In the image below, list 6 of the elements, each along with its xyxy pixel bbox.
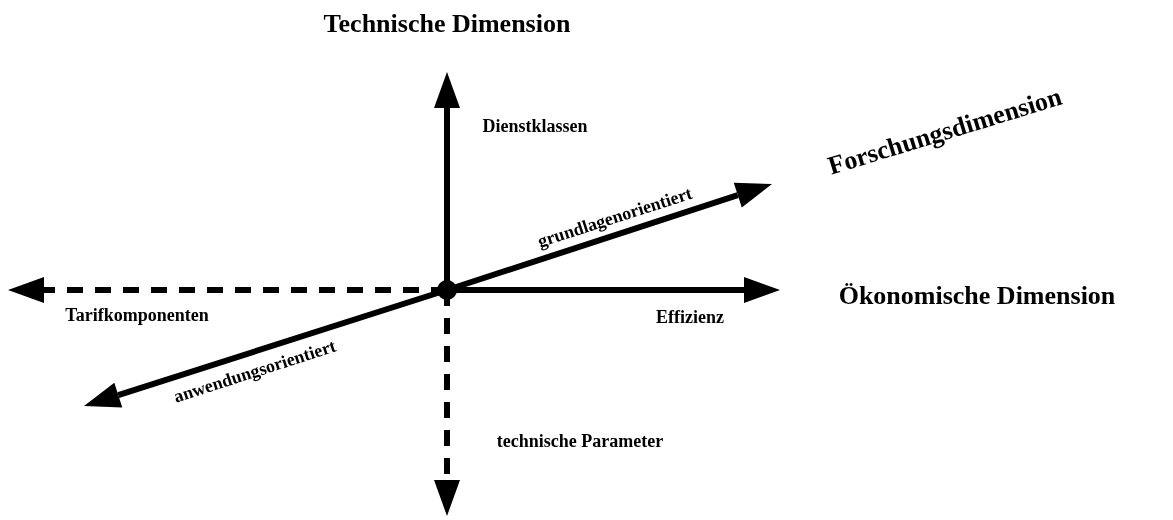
axis-label: technische Parameter: [496, 432, 664, 452]
axis-title: Ökonomische Dimension: [838, 281, 1116, 311]
axis-label: Dienstklassen: [482, 117, 588, 137]
axis-title: Technische Dimension: [323, 9, 571, 39]
axis-label: Tarifkomponenten: [65, 306, 209, 326]
axis-label: Effizienz: [656, 308, 724, 328]
